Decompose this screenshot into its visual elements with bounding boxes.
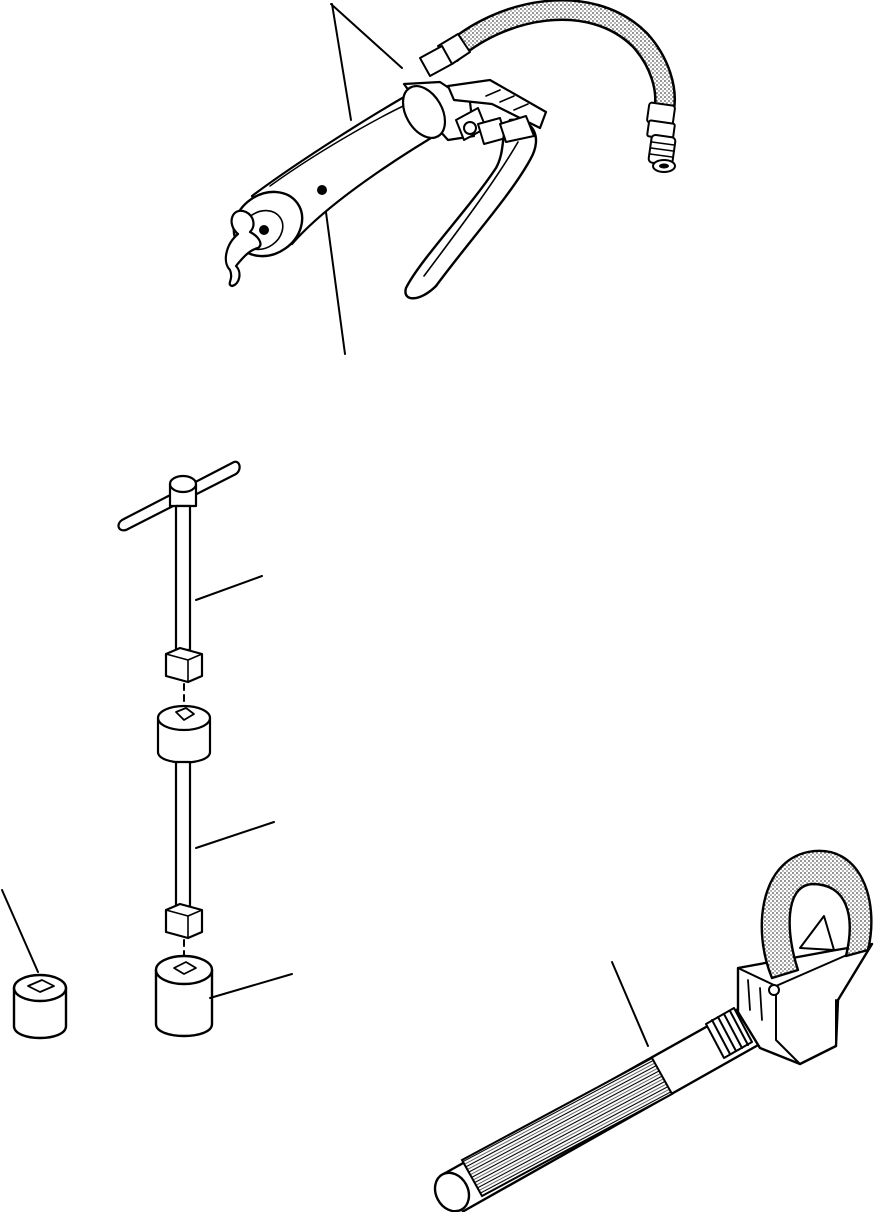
socket-icon [154, 954, 293, 1038]
leader-line [331, 3, 352, 121]
grease-gun-icon [224, 0, 677, 355]
t-handle-wrench-icon [117, 460, 263, 684]
leader-line [1, 889, 39, 973]
leader-line [195, 575, 263, 601]
leader-line [330, 3, 403, 69]
socket-icon [1, 889, 68, 1040]
extension-bar-icon [156, 704, 275, 940]
leader-line [611, 961, 649, 1047]
leader-line [195, 821, 275, 849]
threaded-puller-icon [433, 849, 874, 1212]
leader-line [209, 973, 293, 999]
leader-line [322, 189, 346, 355]
